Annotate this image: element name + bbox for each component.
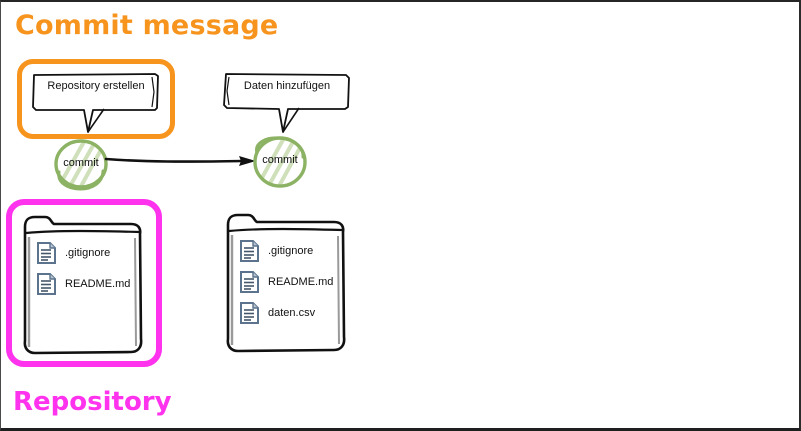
repository-folder-initial: .gitignore README.md bbox=[19, 207, 152, 359]
file-list: .gitignore README.md bbox=[37, 240, 147, 302]
document-icon bbox=[240, 271, 259, 293]
document-icon bbox=[240, 302, 259, 324]
commit-node-2: commit bbox=[250, 135, 310, 189]
file-name: README.md bbox=[65, 278, 131, 290]
speech-bubble-1: Repository erstellen bbox=[31, 72, 161, 134]
list-item[interactable]: .gitignore bbox=[240, 238, 350, 264]
list-item[interactable]: .gitignore bbox=[37, 240, 147, 266]
commit-node-1: commit bbox=[51, 138, 111, 192]
document-icon bbox=[240, 240, 259, 262]
repository-folder-updated: .gitignore README.md bbox=[222, 205, 355, 357]
file-name: .gitignore bbox=[65, 247, 111, 259]
list-item[interactable]: README.md bbox=[240, 269, 350, 295]
document-icon bbox=[37, 242, 56, 264]
document-icon bbox=[37, 273, 56, 295]
commit-arrow bbox=[104, 150, 257, 174]
repository-highlight bbox=[6, 199, 162, 367]
commit-message-highlight bbox=[17, 59, 175, 139]
file-list: .gitignore README.md bbox=[240, 238, 350, 331]
file-name: .gitignore bbox=[268, 245, 314, 257]
list-item[interactable]: daten.csv bbox=[240, 300, 350, 326]
file-name: daten.csv bbox=[268, 307, 316, 319]
speech-bubble-2: Daten hinzufügen bbox=[223, 72, 351, 134]
page-title: Commit message bbox=[15, 10, 279, 41]
list-item[interactable]: README.md bbox=[37, 271, 147, 297]
repository-caption: Repository bbox=[13, 387, 172, 417]
file-name: README.md bbox=[268, 276, 334, 288]
speech-bubble-2-label: Daten hinzufügen bbox=[243, 80, 331, 92]
speech-bubble-1-label: Repository erstellen bbox=[47, 80, 145, 92]
